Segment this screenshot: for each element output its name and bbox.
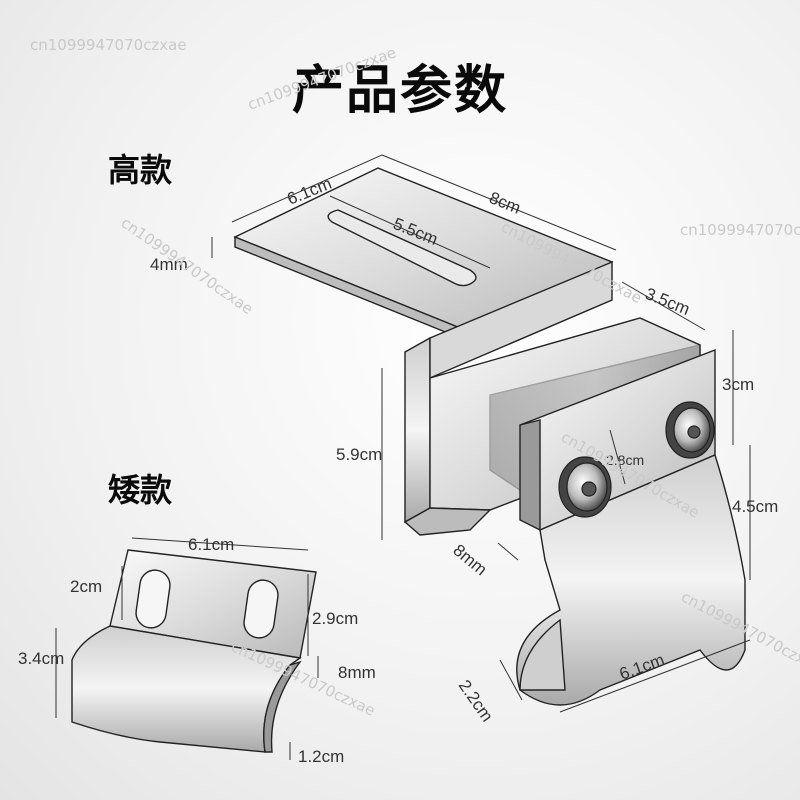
tall-variant-label: 高款 — [108, 151, 173, 189]
low-slot-right — [243, 579, 279, 639]
low-dimension-lines — [55, 537, 319, 760]
bolt-right — [665, 401, 715, 459]
tall-bracket — [233, 167, 746, 706]
tall-hook-inner — [519, 618, 566, 691]
tall-dim-clamp-height: 3cm — [722, 375, 754, 394]
tall-vertical-side — [429, 260, 613, 380]
low-lip-edge — [263, 660, 302, 753]
low-dim-width: 6.1cm — [188, 535, 234, 554]
tall-dimension-lines — [211, 154, 751, 713]
tall-dim-thickness: 4mm — [150, 255, 188, 274]
tall-vertical-face — [404, 336, 431, 524]
tall-dim-hole-spacing: 2.8cm — [606, 452, 644, 468]
tall-dim-height: 5.9cm — [336, 445, 382, 464]
low-slot-left — [135, 569, 171, 629]
tall-dim-gap: 8mm — [449, 541, 490, 580]
tall-slot — [327, 209, 477, 287]
low-dim-gap: 8mm — [338, 663, 376, 682]
watermark-text: cn1099947070czxae — [245, 43, 398, 113]
page-title: 产品参数 — [291, 61, 508, 121]
tall-front-plate-edge — [519, 419, 541, 532]
tall-dim-hook-height: 4.5cm — [732, 497, 778, 516]
tall-bottom-lip — [403, 507, 492, 536]
low-dim-slot: 2cm — [70, 577, 102, 596]
low-dimension-labels: 6.1cm 2cm 2.9cm 3.4cm 8mm 1.2cm — [18, 535, 376, 766]
low-dim-upper-height: 2.9cm — [312, 609, 358, 628]
watermark-text: cn1099947070czxae — [680, 221, 800, 239]
watermark-text: cn1099947070czxae — [118, 214, 257, 319]
tall-dim-hook-depth: 2.2cm — [455, 676, 497, 725]
low-dim-total-height: 3.4cm — [18, 649, 64, 668]
low-dim-lip: 1.2cm — [298, 747, 344, 766]
bolt-left — [558, 456, 612, 518]
tall-hook — [516, 454, 746, 706]
low-variant-label: 矮款 — [108, 471, 173, 509]
watermark-text: cn1099947070czxae — [30, 36, 187, 54]
low-bracket — [71, 549, 317, 753]
tall-dim-clamp-depth: 3.5cm — [643, 284, 693, 319]
